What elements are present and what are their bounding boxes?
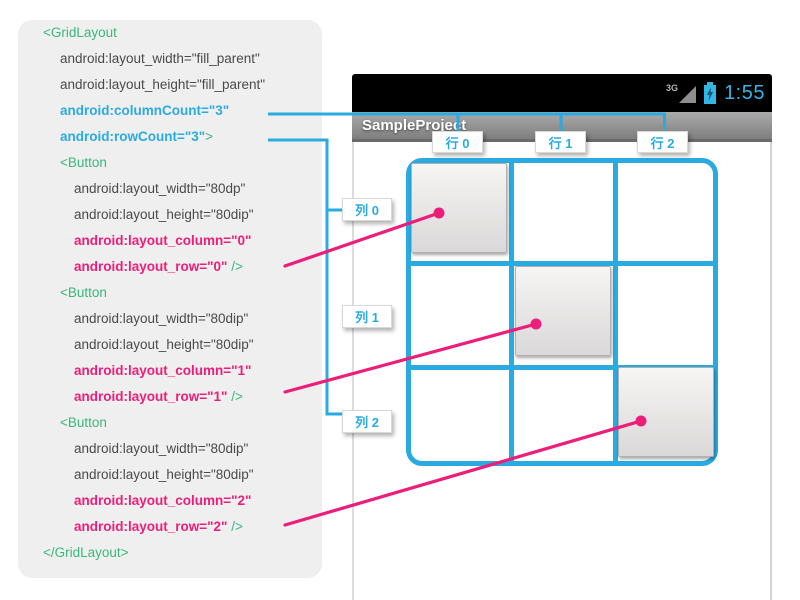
code-line-columncount: android:columnCount="3" bbox=[60, 103, 230, 118]
left-label-0: 列 0 bbox=[342, 198, 392, 221]
code-line: <Button bbox=[60, 415, 107, 430]
code-line-column-0: android:layout_column="0" bbox=[74, 233, 252, 248]
grid-divider-horizontal bbox=[411, 261, 713, 266]
top-label-1: 行 1 bbox=[535, 131, 586, 153]
code-line-column-2: android:layout_column="2" bbox=[74, 493, 252, 508]
left-label-2: 列 2 bbox=[342, 410, 392, 433]
code-line: <Button bbox=[60, 285, 107, 300]
code-line: android:layout_height="80dip" bbox=[74, 467, 254, 482]
signal-strength-icon bbox=[679, 85, 697, 103]
code-line: android:layout_height="80dip" bbox=[74, 207, 254, 222]
code-line-row-1: android:layout_row="1" /> bbox=[74, 389, 243, 404]
code-line: android:layout_width="fill_parent" bbox=[60, 51, 260, 66]
network-type-label: 3G bbox=[666, 83, 679, 93]
code-line: android:layout_width="80dp" bbox=[74, 181, 246, 196]
code-line: <Button bbox=[60, 155, 107, 170]
grid-button-row0-col0[interactable] bbox=[411, 163, 507, 253]
left-label-1: 列 1 bbox=[342, 305, 392, 328]
grid-divider-vertical bbox=[509, 163, 514, 461]
code-line: android:layout_height="80dip" bbox=[74, 337, 254, 352]
xml-code-panel: <GridLayout android:layout_width="fill_p… bbox=[18, 20, 322, 578]
code-line: android:layout_height="fill_parent" bbox=[60, 77, 266, 92]
code-line: android:layout_width="80dip" bbox=[74, 311, 249, 326]
clock: 1:55 bbox=[724, 81, 765, 104]
status-bar: 3G 1:55 bbox=[352, 74, 772, 112]
code-line-column-1: android:layout_column="1" bbox=[74, 363, 252, 378]
code-line-rowcount: android:rowCount="3"> bbox=[60, 129, 214, 144]
code-line: android:layout_width="80dip" bbox=[74, 441, 249, 456]
app-title: SampleProject bbox=[362, 117, 467, 134]
top-label-2: 行 2 bbox=[637, 131, 688, 153]
code-line-row-2: android:layout_row="2" /> bbox=[74, 519, 243, 534]
grid-button-row2-col2[interactable] bbox=[618, 367, 714, 457]
code-line: <GridLayout bbox=[43, 25, 117, 40]
grid-divider-vertical bbox=[613, 163, 618, 461]
grid-button-row1-col1[interactable] bbox=[515, 266, 611, 356]
top-label-0: 行 0 bbox=[432, 131, 483, 153]
battery-charging-icon bbox=[704, 82, 717, 104]
code-line: </GridLayout> bbox=[43, 545, 129, 560]
code-line-row-0: android:layout_row="0" /> bbox=[74, 259, 243, 274]
grid-divider-horizontal bbox=[411, 365, 713, 370]
